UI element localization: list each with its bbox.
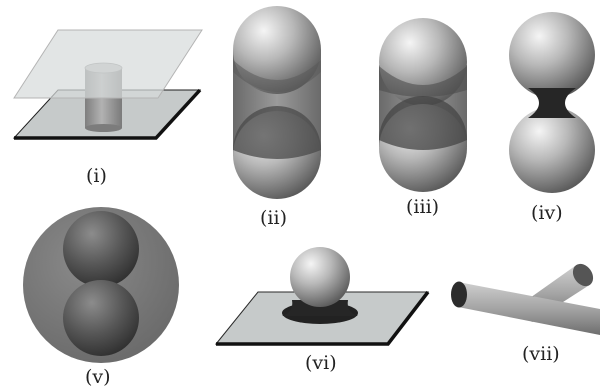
upper-sphere [509, 12, 595, 98]
label-i: (i) [86, 165, 107, 187]
lower-sphere [63, 280, 139, 356]
panel-ii-drawing [233, 6, 321, 199]
top-plate [14, 30, 202, 98]
panel-vi-drawing [216, 247, 428, 344]
panel-i-drawing [14, 30, 202, 138]
label-vii: (vii) [522, 343, 560, 365]
upper-sphere [63, 211, 139, 287]
label-v: (v) [85, 366, 111, 388]
label-iii: (iii) [406, 196, 439, 218]
label-ii: (ii) [260, 207, 287, 229]
neck [528, 88, 576, 118]
sphere [290, 247, 350, 307]
lower-sphere [509, 107, 595, 193]
panel-vii-drawing [451, 260, 600, 335]
label-iv: (iv) [531, 202, 563, 224]
label-vi: (vi) [305, 352, 337, 374]
panel-iv-drawing [509, 12, 595, 193]
panel-iii-drawing [379, 18, 467, 192]
panel-v-drawing [23, 207, 179, 363]
